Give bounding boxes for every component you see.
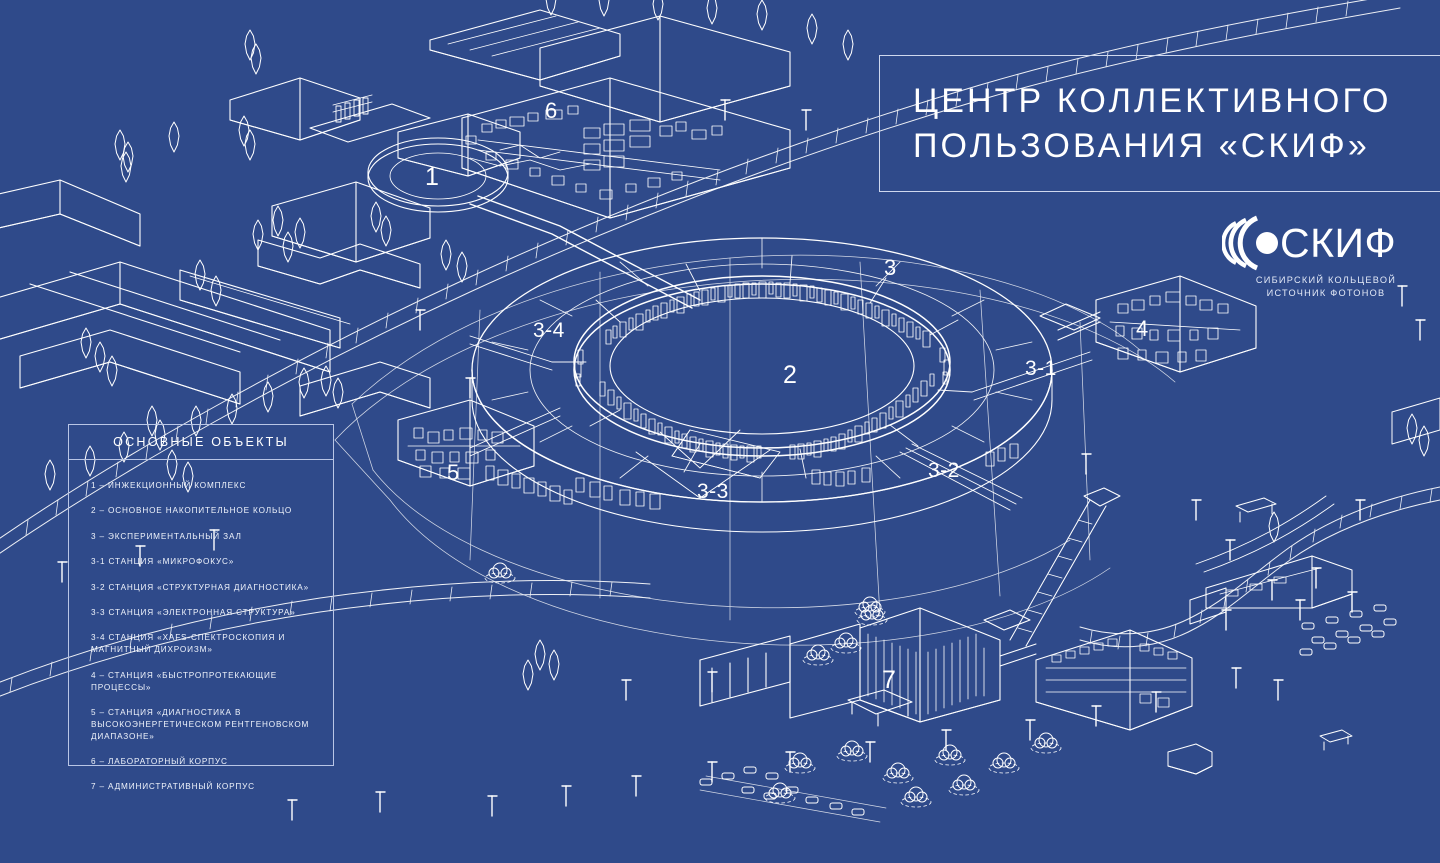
legend-item-6: 6 – ЛАБОРАТОРНЫЙ КОРПУС: [91, 757, 228, 767]
map-callout-3-1: 3-1: [1025, 357, 1057, 380]
logo-tagline-line-1: СИБИРСКИЙ КОЛЬЦЕВОЙ: [1255, 275, 1397, 285]
skif-logo: СКИФ СИБИРСКИЙ КОЛЬЦЕВОЙ ИСТОЧНИК ФОТОНО…: [1222, 214, 1422, 299]
legend-item-3-4: 3-4 СТАНЦИЯ «XAFS-СПЕКТРОСКОПИЯ И МАГНИТ…: [91, 633, 286, 655]
logo-tagline-line-2: ИСТОЧНИК ФОТОНОВ: [1266, 288, 1386, 299]
legend-item-3-1: 3-1 СТАНЦИЯ «МИКРОФОКУС»: [91, 557, 235, 567]
legend-item-1: 1 – ИНЖЕКЦИОННЫЙ КОМПЛЕКС: [91, 481, 247, 490]
map-callout-2: 2: [783, 361, 797, 389]
legend-item-3-3: 3-3 СТАНЦИЯ «ЭЛЕКТРОННАЯ СТРУКТУРА»: [91, 607, 296, 617]
map-callout-7: 7: [882, 666, 896, 694]
map-callout-4: 4: [1136, 316, 1149, 341]
map-callout-6: 6: [545, 98, 558, 123]
map-callout-3-3: 3-3: [697, 480, 729, 503]
legend-item-3-2: 3-2 СТАНЦИЯ «СТРУКТУРНАЯ ДИАГНОСТИКА»: [91, 582, 310, 592]
legend-item-3: 3 – ЭКСПЕРИМЕНТАЛЬНЫЙ ЗАЛ: [91, 531, 242, 541]
legend-header: ОСНОВНЫЕ ОБЪЕКТЫ: [69, 425, 333, 460]
legend-title: ОСНОВНЫЕ ОБЪЕКТЫ: [113, 435, 289, 449]
logo-wordmark: СКИФ: [1280, 219, 1397, 266]
legend-item-5: 5 – СТАНЦИЯ «ДИАГНОСТИКА В ВЫСОКОЭНЕРГЕТ…: [91, 707, 310, 741]
skif-ring-mark-icon: [1222, 215, 1278, 271]
map-callout-1: 1: [425, 163, 439, 191]
legend-panel: ОСНОВНЫЕ ОБЪЕКТЫ 1 – ИНЖЕКЦИОННЫЙ КОМПЛЕ…: [68, 424, 334, 791]
map-callout-3-4: 3-4: [533, 319, 565, 342]
title-line-1: ЦЕНТР КОЛЛЕКТИВНОГО: [913, 82, 1392, 121]
title-plate: ЦЕНТР КОЛЛЕКТИВНОГО ПОЛЬЗОВАНИЯ «СКИФ»: [879, 55, 1440, 192]
legend-item-4: 4 – СТАНЦИЯ «БЫСТРОПРОТЕКАЮЩИЕ ПРОЦЕССЫ»: [91, 670, 278, 692]
map-callout-3: 3: [884, 255, 897, 280]
logo-row: СКИФ: [1222, 214, 1422, 272]
legend-list: 1 – ИНЖЕКЦИОННЫЙ КОМПЛЕКС 2 – ОСНОВНОЕ НА…: [69, 460, 333, 793]
map-callout-5: 5: [447, 460, 460, 485]
logo-tagline: СИБИРСКИЙ КОЛЬЦЕВОЙ ИСТОЧНИК ФОТОНОВ: [1250, 274, 1402, 301]
legend-item-7: 7 – АДМИНИСТРАТИВНЫЙ КОРПУС: [91, 782, 255, 792]
map-callout-3-2: 3-2: [928, 459, 960, 482]
legend-item-2: 2 – ОСНОВНОЕ НАКОПИТЕЛЬНОЕ КОЛЬЦО: [91, 506, 293, 516]
title-line-2: ПОЛЬЗОВАНИЯ «СКИФ»: [913, 126, 1370, 165]
